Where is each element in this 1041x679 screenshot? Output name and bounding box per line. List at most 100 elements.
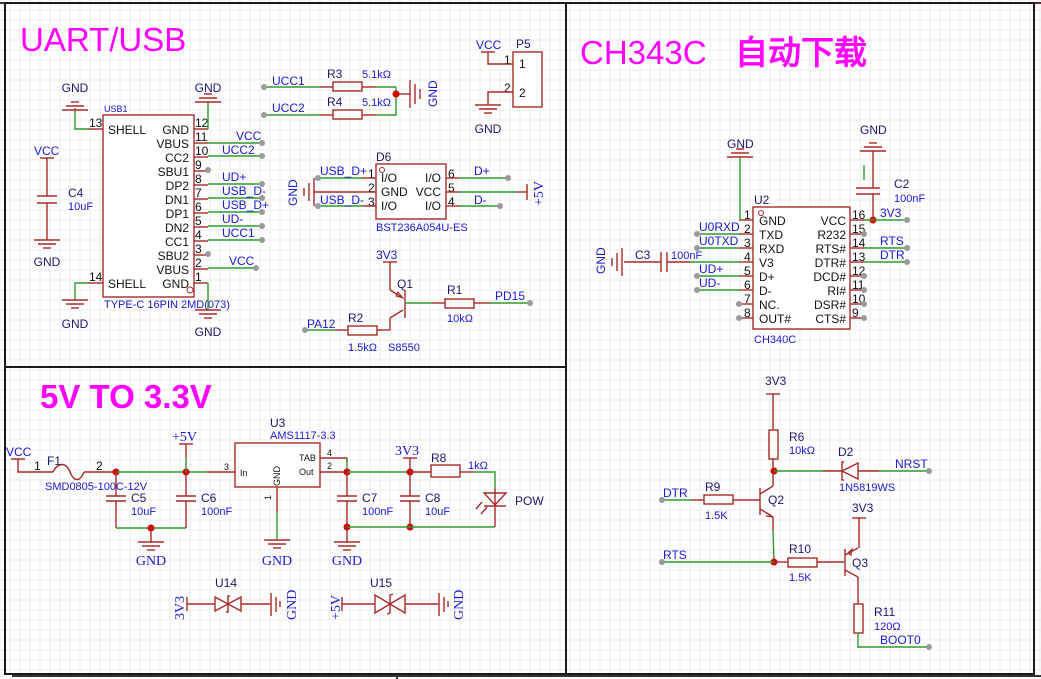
q1-transistor[interactable]: Q1 S8550	[383, 261, 420, 354]
gnd-symbol-c3: GND	[594, 247, 623, 276]
net-label-ucc1: UCC1	[222, 226, 255, 240]
usb1-connector[interactable]: USB1 TYPE-C 16PIN 2MD(073) 13 14 SHELL S…	[88, 104, 230, 311]
c4-value: 10uF	[68, 201, 93, 213]
net-label-ucc1: UCC1	[272, 74, 305, 88]
pin-num: 4	[448, 195, 455, 209]
pin-num: 2	[368, 181, 375, 195]
c6-capacitor[interactable]: C6 100nF	[176, 472, 232, 528]
title-power: 5V TO 3.3V	[40, 378, 212, 415]
pin-name: TAB	[299, 453, 316, 463]
r2-resistor[interactable]: R2 1.5kΩ	[347, 311, 378, 354]
pin-name: 2	[519, 86, 526, 100]
p5-header[interactable]: P5 1 2 1 2	[481, 37, 543, 108]
r6-ref: R6	[789, 430, 805, 444]
pin-num: 3	[744, 236, 751, 250]
r6-resistor[interactable]: R6 10kΩ	[768, 429, 815, 460]
net-label-d-minus: D-	[474, 193, 487, 207]
c5-value: 10uF	[131, 506, 156, 518]
u3-ams1117[interactable]: U3 AMS1117-3.3 In TAB Out GND 3 4 2 1	[224, 416, 336, 500]
q2-ref: Q2	[768, 493, 784, 507]
pin-num: 5	[195, 214, 202, 228]
pin-num: 6	[195, 200, 202, 214]
r4-value: 5.1kΩ	[362, 97, 391, 109]
pin-num: 1	[263, 495, 273, 500]
r11-resistor[interactable]: R11 120Ω	[853, 603, 901, 634]
pin-num: 2	[327, 461, 332, 471]
r6-value: 10kΩ	[789, 445, 815, 457]
r11-value: 120Ω	[874, 621, 901, 633]
pin-num: 5	[744, 264, 751, 278]
q3-transistor[interactable]: Q3	[844, 547, 868, 604]
c8-capacitor[interactable]: C8 10uF	[400, 472, 450, 527]
pin-num: 3	[368, 195, 375, 209]
d6-ref: D6	[376, 150, 392, 164]
pin-num: 2	[195, 256, 202, 270]
d6-tvs-array[interactable]: D6 BST236A054U-ES I/O GND I/O I/O VCC I/…	[362, 150, 468, 234]
c2-ref: C2	[894, 177, 910, 191]
net-label-rts: RTS	[880, 234, 904, 248]
gnd-symbol-u15: GND	[438, 590, 467, 620]
c2-capacitor[interactable]: C2 100nF	[894, 177, 925, 205]
r10-value: 1.5K	[789, 572, 812, 584]
pin-name: DP2	[166, 179, 190, 193]
pin-num: 11	[195, 130, 208, 144]
r10-resistor[interactable]: R10 1.5K	[787, 542, 818, 584]
pin-name: SBU1	[158, 165, 190, 179]
pin-num: 6	[744, 278, 751, 292]
pin-num: 3	[224, 462, 229, 472]
pin-name: VBUS	[156, 137, 189, 151]
net-label-ucc2: UCC2	[222, 143, 255, 157]
pin-num: 13	[89, 116, 103, 130]
net-label-ud-plus: UD+	[699, 262, 723, 276]
q2-transistor[interactable]: Q2	[759, 472, 784, 530]
r1-resistor[interactable]: R1 10kΩ	[444, 283, 475, 325]
r9-resistor[interactable]: R9 1.5K	[703, 480, 734, 522]
c7-capacitor[interactable]: C7 100nF	[337, 472, 393, 527]
pin-num: 8	[195, 172, 202, 186]
pin-name: SHELL	[108, 123, 146, 137]
f1-ref: F1	[47, 454, 61, 468]
pin-name: VCC	[821, 214, 847, 228]
net-label-usb-dp: USB_D+	[222, 198, 269, 212]
c4-capacitor[interactable]: C4 10uF	[37, 157, 93, 240]
q1-ref: Q1	[397, 277, 413, 291]
title-auto-download: 自动下载	[735, 34, 867, 71]
c5-capacitor[interactable]: C5 10uF	[106, 472, 156, 528]
pow-led[interactable]: POW	[475, 488, 544, 527]
u15-tvs[interactable]: U15	[341, 576, 438, 615]
net-label-gnd: GND	[860, 123, 887, 137]
c3-capacitor[interactable]: C3 100nF	[624, 248, 702, 272]
pin-name: TXD	[759, 228, 783, 242]
u14-tvs[interactable]: U14	[186, 576, 270, 613]
r2-value: 1.5kΩ	[348, 342, 377, 354]
net-label-usb-dm: USB_D-	[320, 193, 364, 207]
pin-num: 7	[744, 292, 751, 306]
net-label-vcc: VCC	[34, 144, 60, 158]
u2-part: CH340C	[754, 334, 796, 346]
gnd-label: GND	[195, 81, 222, 95]
pin-num: 3	[195, 242, 202, 256]
c7-value: 100nF	[362, 506, 393, 518]
pin-name: DSR#	[814, 298, 846, 312]
f1-fuse[interactable]: F1 SMD0805-100C-12V 1 2	[34, 454, 148, 493]
pin-name: GND	[272, 466, 282, 487]
usb1-ref: USB1	[104, 104, 128, 114]
pin-num: 14	[89, 270, 103, 284]
p5-ref: P5	[516, 37, 531, 51]
q1-part: S8550	[388, 342, 420, 354]
net-label-nrst: NRST	[895, 457, 928, 471]
pin-name: In	[240, 468, 248, 478]
d6-part: BST236A054U-ES	[376, 222, 468, 234]
net-label-5v: +5V	[172, 430, 197, 445]
gnd-label: GND	[426, 80, 440, 107]
pin-name: DTR#	[815, 256, 847, 270]
title-ch343c: CH343C	[580, 34, 707, 71]
c5-ref: C5	[131, 491, 147, 505]
pin-name: SHELL	[108, 277, 146, 291]
pin-name: GND	[381, 185, 408, 199]
d2-schottky-diode[interactable]: D2 1N5819WS	[823, 445, 895, 494]
r8-resistor[interactable]: R8 1kΩ	[430, 451, 488, 478]
net-label-boot0: BOOT0	[880, 633, 921, 647]
pin-name: NC.	[759, 298, 780, 312]
